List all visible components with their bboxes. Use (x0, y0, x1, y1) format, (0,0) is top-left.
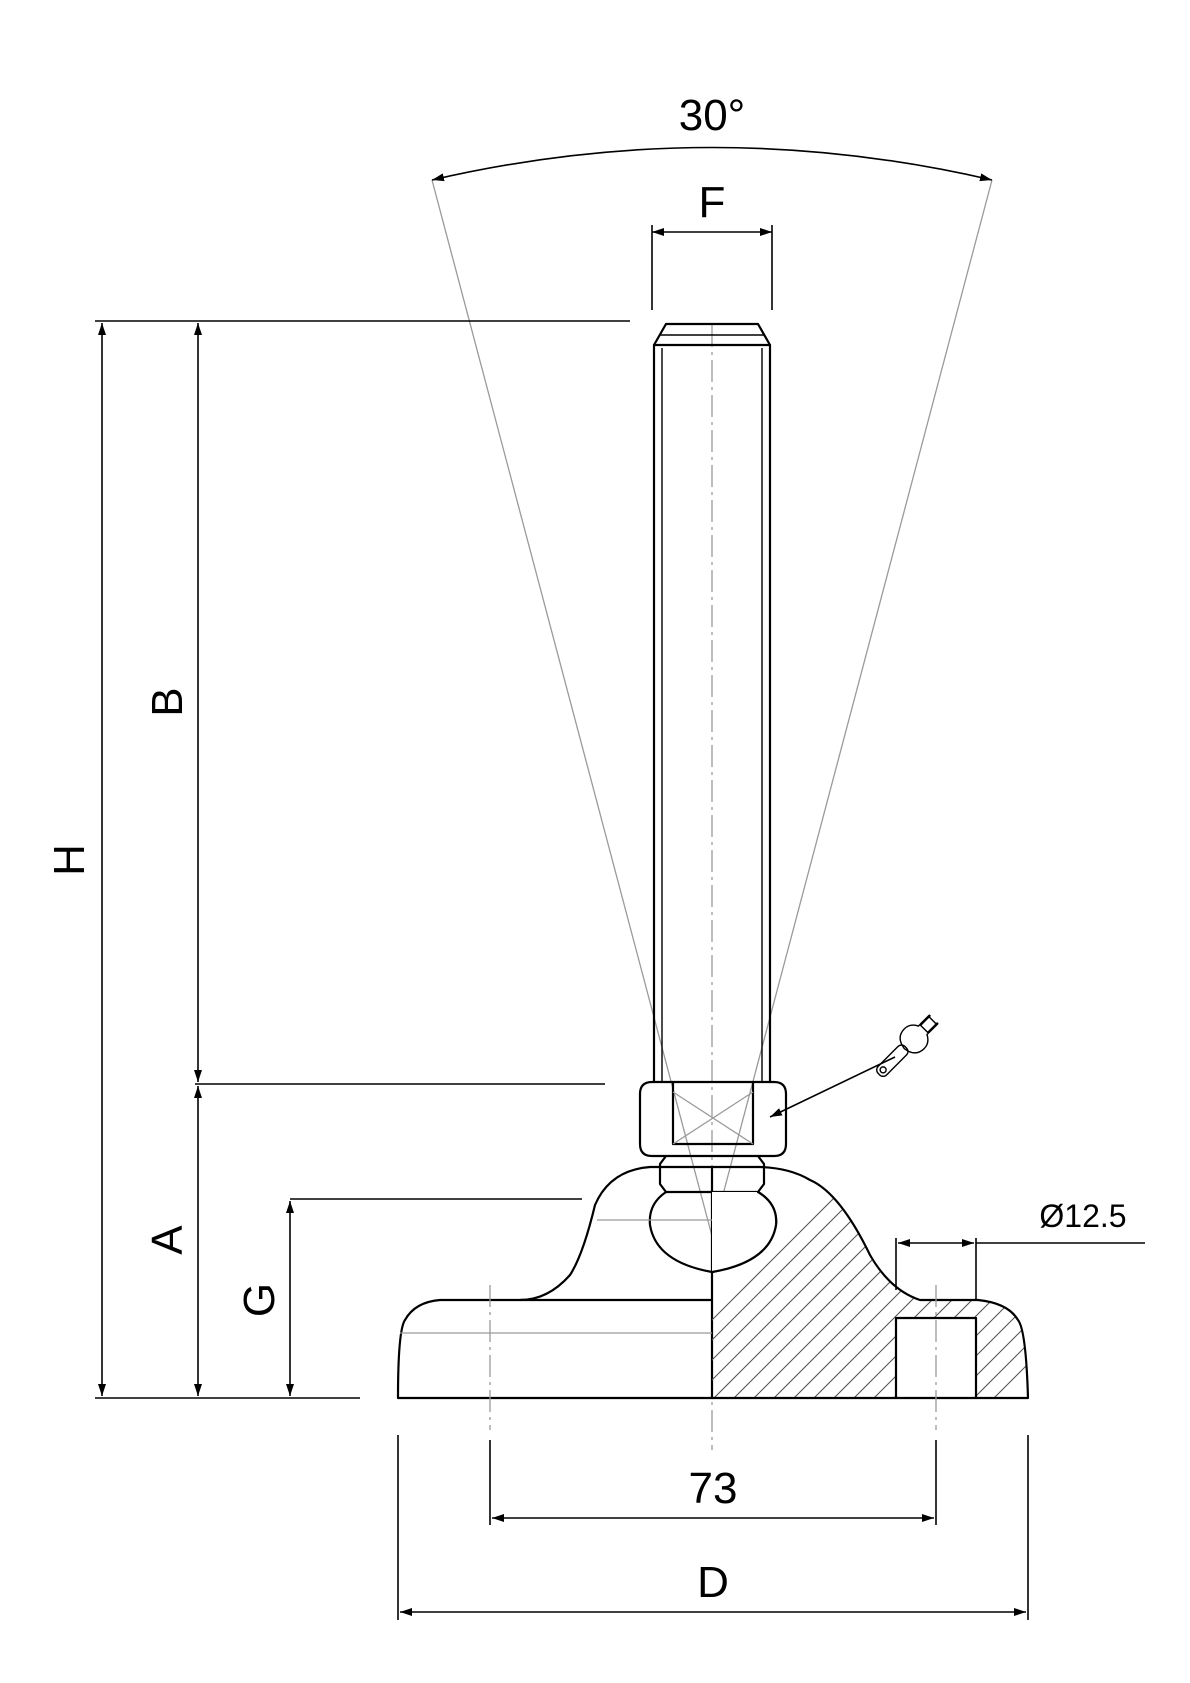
nut-cross-2 (672, 1091, 754, 1145)
angle-arc (431, 146, 993, 182)
tilt-angle-group: 30° (431, 91, 993, 1237)
dimension-a: A (143, 1086, 202, 1396)
spacing-label: 73 (689, 1464, 738, 1513)
wrench-leader-line (769, 1056, 896, 1118)
g-label: G (235, 1283, 284, 1317)
tilt-limit-left (431, 179, 713, 1237)
dimension-hole: Ø12.5 (895, 1198, 1145, 1300)
f-label: F (699, 178, 726, 227)
hole-diameter-label: Ø12.5 (1039, 1198, 1126, 1234)
threaded-stem (652, 322, 772, 1084)
d-label: D (697, 1558, 729, 1607)
angle-label: 30° (679, 91, 746, 140)
base-right-section (710, 1165, 1030, 1400)
dimension-g: G (235, 1201, 294, 1396)
ball-socket-edge (710, 1190, 778, 1274)
hex-nut (638, 1080, 788, 1158)
dimension-b: B (143, 323, 202, 1082)
dimension-f: F (651, 178, 773, 310)
b-label: B (143, 687, 192, 716)
base-left-outline (396, 1165, 714, 1400)
h-label: H (45, 844, 94, 876)
dimension-h: H (45, 323, 106, 1396)
stem-outline (652, 322, 772, 1084)
dimension-d: D (397, 1435, 1029, 1620)
mounting-hole (894, 1316, 978, 1400)
tilt-limit-right (711, 179, 993, 1237)
a-label: A (143, 1225, 192, 1255)
base-left-half (396, 1165, 714, 1400)
wrench-icon (876, 1014, 939, 1077)
base-right-outline (710, 1165, 1030, 1400)
dimension-73: 73 (489, 1440, 937, 1525)
nut-outline (638, 1080, 788, 1158)
